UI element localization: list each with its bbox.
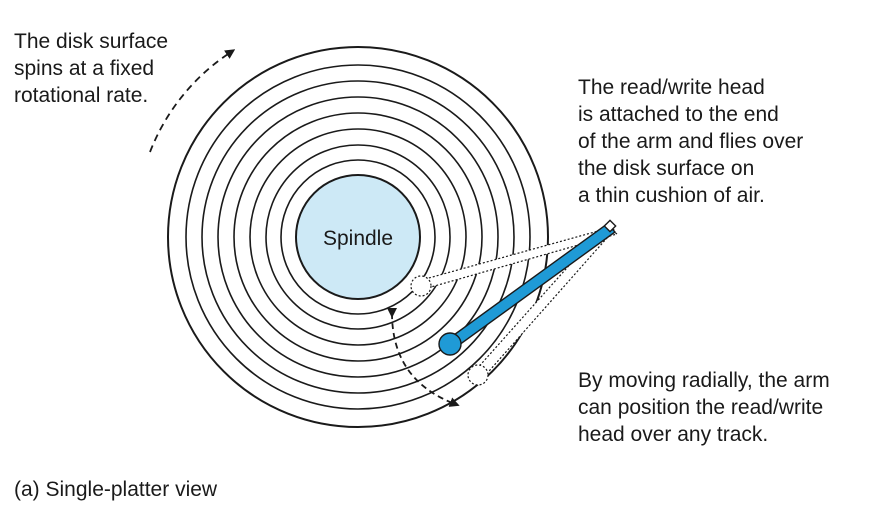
head-note: The read/write head is attached to the e… — [578, 74, 803, 209]
spin-note-line: spins at a fixed — [14, 57, 155, 80]
head-note-line: a thin cushion of air. — [578, 184, 765, 207]
spin-note: The disk surface spins at a fixed rotati… — [14, 28, 168, 109]
track — [265, 144, 451, 330]
track — [280, 159, 436, 315]
arm-note-line: By moving radially, the arm — [578, 369, 830, 392]
radial-arrow — [386, 307, 460, 407]
track — [217, 96, 499, 378]
pivot — [603, 219, 617, 233]
head-note-line: the disk surface on — [578, 157, 755, 180]
spin-note-line: rotational rate. — [14, 84, 149, 107]
arm-note: By moving radially, the arm can position… — [578, 367, 830, 448]
rotation-arrow — [149, 49, 236, 153]
spindle — [295, 174, 421, 300]
tracks — [185, 64, 531, 410]
read-write-head — [438, 332, 462, 356]
track — [249, 128, 467, 346]
arm-ghost-outer — [467, 222, 615, 386]
spindle-label: Spindle — [323, 227, 393, 250]
head-note-line: The read/write head — [578, 76, 765, 99]
spin-note-line: The disk surface — [14, 30, 169, 53]
track — [201, 80, 515, 394]
arm-note-line: can position the read/write — [578, 396, 824, 419]
arm-note-line: head over any track. — [578, 423, 769, 446]
track — [185, 64, 531, 410]
arm-ghost-inner — [410, 227, 619, 297]
head-note-line: of the arm and flies over — [578, 130, 804, 153]
track — [233, 112, 483, 362]
figure-caption: (a) Single-platter view — [14, 478, 218, 501]
head-note-line: is attached to the end — [578, 103, 779, 126]
